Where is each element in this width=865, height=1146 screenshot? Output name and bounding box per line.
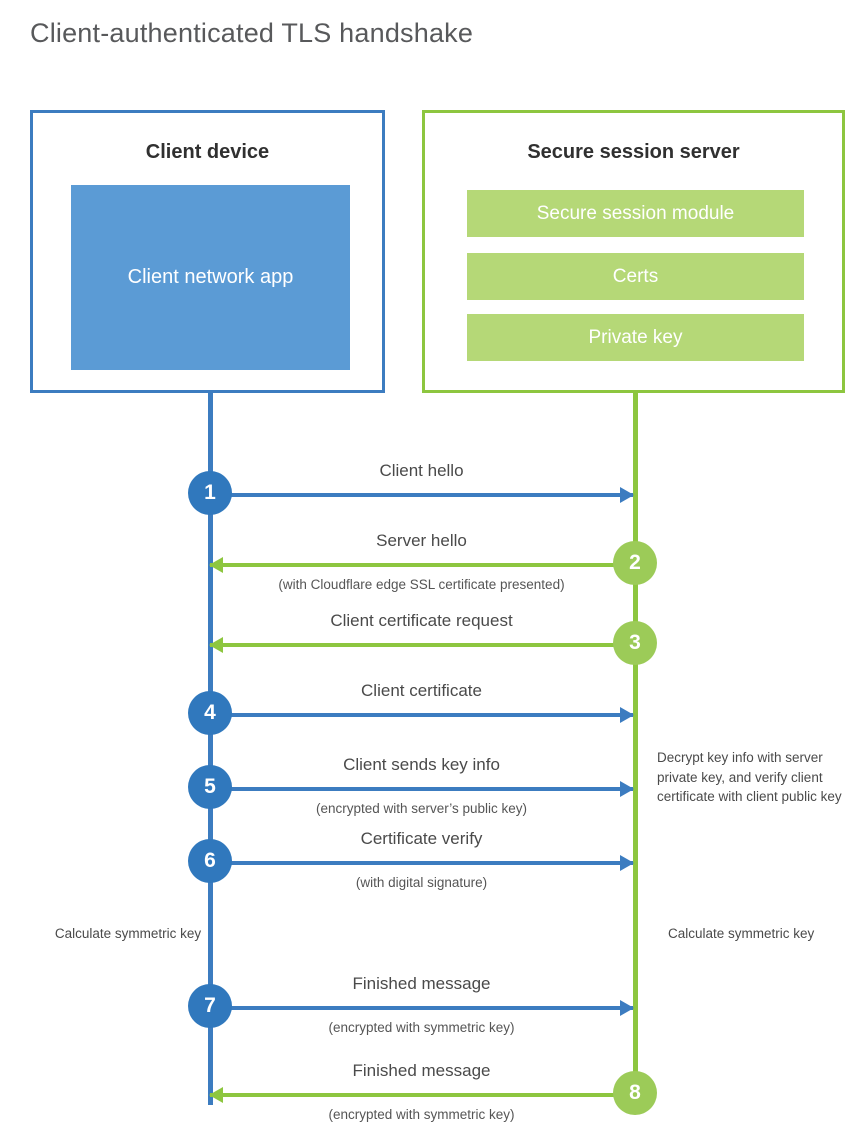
message-label-3: Client certificate request <box>330 611 513 630</box>
arrowhead-right-icon <box>620 1000 634 1016</box>
message-sub-6: (with digital signature) <box>355 875 488 890</box>
server-module-private-key: Private key <box>467 314 804 361</box>
arrowhead-right-icon <box>620 855 634 871</box>
arrowhead-left-icon <box>209 637 223 653</box>
message-label-5: Client sends key info <box>343 755 500 774</box>
arrowhead-left-icon <box>209 557 223 573</box>
arrowhead-right-icon <box>620 707 634 723</box>
step-circle-5[interactable]: 5 <box>188 765 232 809</box>
message-sub-5: (encrypted with server’s public key) <box>315 801 528 816</box>
client-network-app-block: Client network app <box>71 185 350 370</box>
arrowhead-left-icon <box>209 1087 223 1103</box>
message-label-6: Certificate verify <box>360 829 483 848</box>
message-arrow-3 <box>209 637 633 653</box>
message-label-7: Finished message <box>352 974 491 993</box>
message-arrow-4 <box>210 707 634 723</box>
server-module-secure-session-module: Secure session module <box>467 190 804 237</box>
arrowhead-right-icon <box>620 781 634 797</box>
secure-session-server-title: Secure session server <box>527 141 740 163</box>
message-arrow-7 <box>210 1000 634 1016</box>
message-arrow-1 <box>210 487 634 503</box>
message-sub-8: (encrypted with symmetric key) <box>328 1107 515 1122</box>
message-arrow-8 <box>209 1087 633 1103</box>
page-title: Client-authenticated TLS handshake <box>30 18 474 48</box>
message-arrow-2 <box>209 557 633 573</box>
message-label-1: Client hello <box>379 461 464 480</box>
step-circle-8[interactable]: 8 <box>613 1071 657 1115</box>
message-sub-7: (encrypted with symmetric key) <box>328 1020 515 1035</box>
message-label-8: Finished message <box>352 1061 491 1080</box>
step-circle-2[interactable]: 2 <box>613 541 657 585</box>
annotation-calculate-symmetric-key-client: Calculate symmetric key <box>54 926 202 941</box>
message-arrow-5 <box>210 781 634 797</box>
arrowhead-right-icon <box>620 487 634 503</box>
step-circle-6[interactable]: 6 <box>188 839 232 883</box>
client-device-box: Client device Client network app <box>30 110 385 393</box>
message-arrow-6 <box>210 855 634 871</box>
secure-session-server-box: Secure session server Secure session mod… <box>422 110 845 393</box>
client-lifeline <box>208 393 213 1105</box>
step-circle-1[interactable]: 1 <box>188 471 232 515</box>
annotation-calculate-symmetric-key-server: Calculate symmetric key <box>668 926 815 941</box>
step-circle-7[interactable]: 7 <box>188 984 232 1028</box>
step-circle-4[interactable]: 4 <box>188 691 232 735</box>
step-circle-3[interactable]: 3 <box>613 621 657 665</box>
server-module-certs: Certs <box>467 253 804 300</box>
message-label-4: Client certificate <box>361 681 482 700</box>
server-lifeline <box>633 393 638 1093</box>
annotation-decrypt-key-info: Decrypt key info with server private key… <box>657 750 842 805</box>
client-device-title: Client device <box>145 141 270 163</box>
message-sub-2: (with Cloudflare edge SSL certificate pr… <box>278 577 565 592</box>
message-label-2: Server hello <box>376 531 467 550</box>
